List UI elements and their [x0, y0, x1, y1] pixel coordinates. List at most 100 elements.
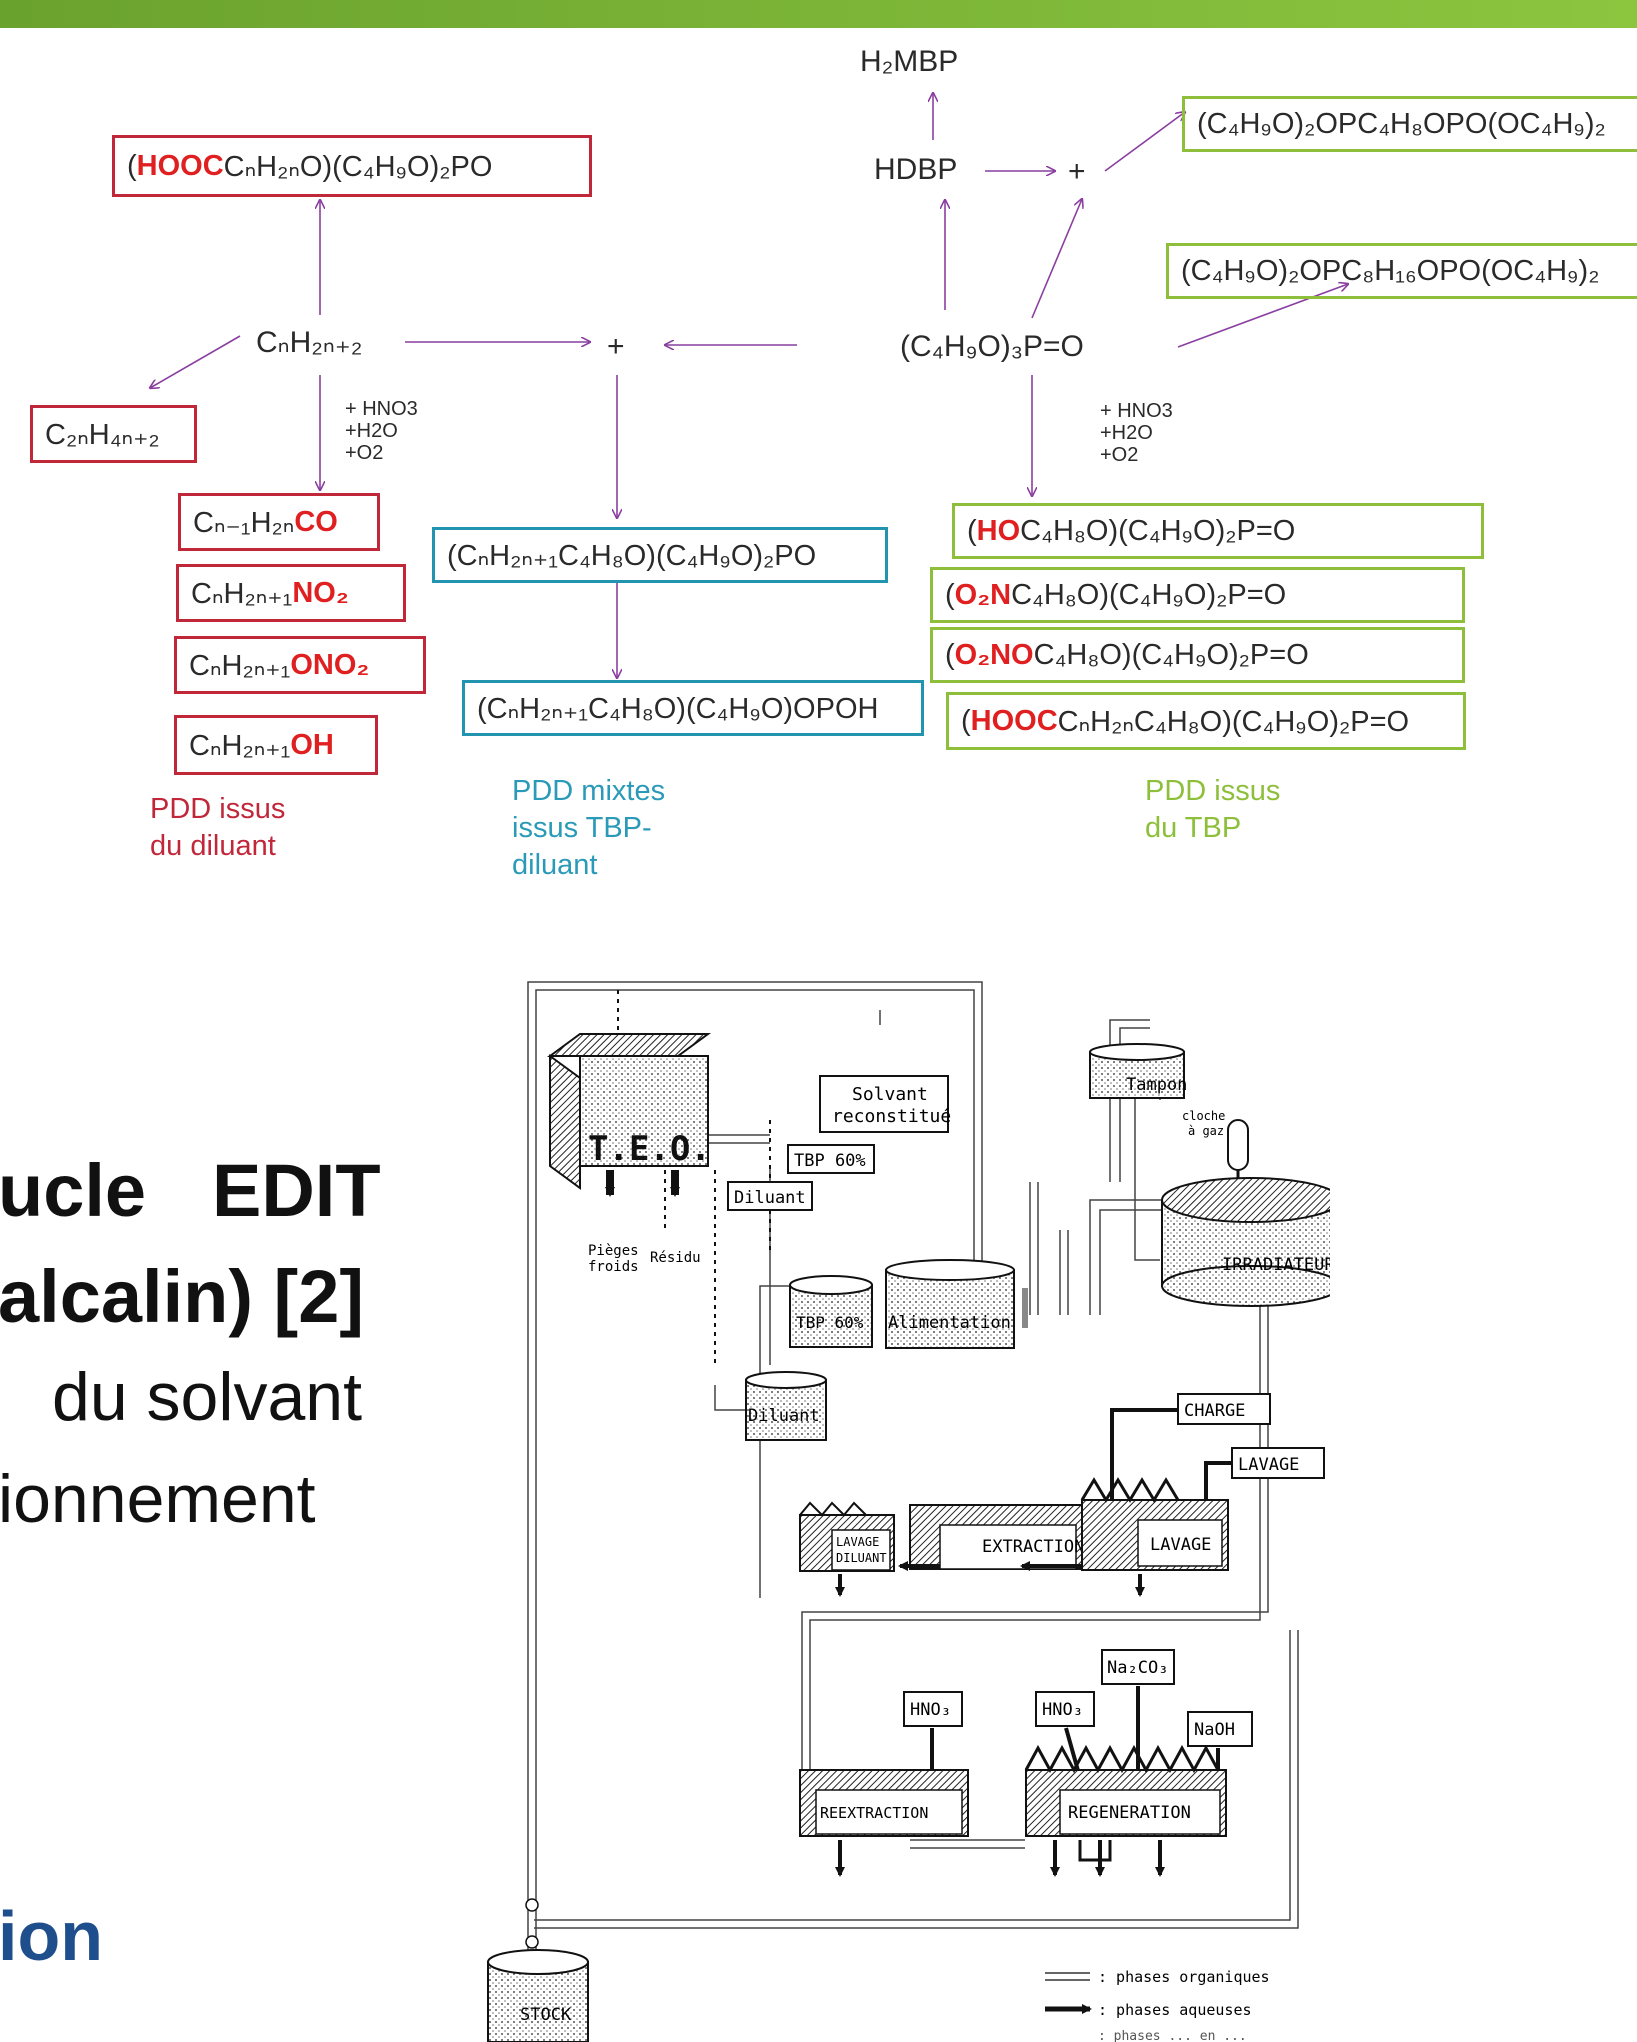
blue-box-1: (CₙH₂ₙ₊₁C₄H₈O)(C₄H₉O)₂PO: [432, 527, 888, 583]
caption-red: PDD issus du diluant: [150, 793, 286, 862]
legend-organic: : phases organiques: [1098, 1968, 1270, 1986]
tank-tbp60-label: TBP 60%: [796, 1313, 864, 1332]
arrow-tbp-plus: [1031, 199, 1082, 319]
slide-line-3: du solvant: [52, 1359, 362, 1435]
unit-reextraction-label: REEXTRACTION: [820, 1804, 928, 1822]
green-box-4-hl: O₂N: [954, 578, 1012, 611]
solvant-line1: Solvant: [852, 1084, 928, 1105]
red-box-c2n-text: C₂ₙH₄ₙ₊₂: [45, 418, 160, 451]
tank-tampon: Tampon: [1089, 1043, 1187, 1099]
green-box-6-hl: HOOC: [970, 704, 1058, 737]
red-box-no2-hl: NO₂: [292, 576, 349, 609]
tank-diluant-label: Diluant: [748, 1406, 820, 1426]
blue-box-2-text: (CₙH₂ₙ₊₁C₄H₈O)(C₄H₉O)OPOH: [477, 692, 879, 725]
h2mbp-label: H₂MBP: [860, 45, 959, 78]
plus-top-label: +: [1068, 155, 1086, 188]
unit-lavage-diluant-l2: DILUANT: [836, 1551, 887, 1565]
irradiateur-vessel: IRRADIATEUR: [1161, 1177, 1341, 1307]
alkane-label: CₙH₂ₙ₊₂: [256, 326, 363, 359]
plus-mid-label: +: [607, 330, 625, 363]
tank-alimentation-label: Alimentation: [888, 1313, 1011, 1333]
header-accent-bar: [0, 0, 1637, 28]
green-box-1-text: (C₄H₉O)₂OPC₄H₈OPO(OC₄H₉)₂: [1197, 107, 1606, 140]
arrow-plus-green1: [1104, 112, 1185, 172]
red-box-oh-hl: OH: [290, 728, 334, 761]
cloche-line1: cloche: [1182, 1109, 1225, 1123]
red-box-no2-pre: CₙH₂ₙ₊₁: [191, 577, 293, 610]
green-box-4-pre: (: [945, 578, 955, 611]
flowsheet-svg: T.E.O. Pièges froids Résidu Solvant reco…: [487, 981, 1341, 2042]
unit-extraction: EXTRACTION: [909, 1504, 1091, 1570]
arrow-alkane-c2n: [150, 335, 241, 388]
reaction-arrows: [0, 0, 1637, 900]
red-box-hooc-post: CₙH₂ₙO)(C₄H₉O)₂PO: [223, 150, 493, 183]
green-box-3-pre: (: [967, 514, 977, 547]
pieges-line1: Pièges: [588, 1243, 639, 1259]
tag-naoh: NaOH: [1194, 1720, 1235, 1740]
unit-lavage-diluant-l1: LAVAGE: [836, 1535, 879, 1549]
cloche-line2: à gaz: [1188, 1124, 1224, 1138]
tag-na2co3: Na₂CO₃: [1107, 1658, 1168, 1678]
tag-lavage: LAVAGE: [1238, 1455, 1299, 1475]
green-box-3-post: C₄H₈O)(C₄H₉O)₂P=O: [1020, 514, 1296, 547]
red-box-co-hl: CO: [294, 505, 338, 538]
conditions-right: + HNO3 +H2O +O2: [1100, 400, 1173, 466]
irradiateur-label: IRRADIATEUR: [1222, 1255, 1330, 1275]
legend-cut: : phases ... en ...: [1098, 2029, 1247, 2042]
green-box-6-post: CₙH₂ₙC₄H₈O)(C₄H₉O)₂P=O: [1057, 705, 1410, 738]
red-box-ono2-pre: CₙH₂ₙ₊₁: [189, 649, 291, 682]
tag-diluant: Diluant: [734, 1188, 806, 1208]
red-box-oh-pre: CₙH₂ₙ₊₁: [189, 729, 291, 762]
unit-regeneration-label: REGENERATION: [1068, 1803, 1191, 1823]
red-box-c2n: C₂ₙH₄ₙ₊₂: [30, 405, 197, 463]
green-box-2-text: (C₄H₉O)₂OPC₈H₁₆OPO(OC₄H₉)₂: [1181, 254, 1600, 287]
flowsheet-diagram: T.E.O. Pièges froids Résidu Solvant reco…: [470, 970, 1341, 2042]
unit-lavage: LAVAGE: [1080, 1477, 1229, 1571]
pieges-line2: froids: [588, 1259, 639, 1275]
green-box-4-post: C₄H₈O)(C₄H₉O)₂P=O: [1011, 578, 1287, 611]
green-box-2: (C₄H₉O)₂OPC₈H₁₆OPO(OC₄H₉)₂: [1166, 243, 1637, 299]
caption-green: PDD issus du TBP: [1145, 775, 1281, 844]
tank-tampon-label: Tampon: [1126, 1075, 1187, 1095]
hdbp-label: HDBP: [874, 153, 958, 186]
green-box-1: (C₄H₉O)₂OPC₄H₈OPO(OC₄H₉)₂: [1182, 96, 1637, 152]
tag-tbp60: TBP 60%: [794, 1151, 866, 1171]
slide-line-5: ion: [0, 1897, 103, 1975]
teo-label: T.E.O.: [588, 1129, 711, 1169]
slide-line-4: ionnement: [0, 1461, 316, 1537]
slide-line-1a: ucle: [0, 1149, 147, 1232]
unit-reextraction: REEXTRACTION: [799, 1769, 969, 1837]
legend-aqueous: : phases aqueuses: [1098, 2001, 1252, 2019]
red-box-ono2-hl: ONO₂: [290, 648, 370, 681]
red-box-hooc-pre: (: [127, 149, 137, 182]
caption-blue: PDD mixtes issus TBP- diluant: [512, 775, 666, 881]
green-box-5-pre: (: [945, 638, 955, 671]
arrow-tbp-green2: [1177, 284, 1348, 348]
tank-tbp60: TBP 60%: [789, 1275, 873, 1348]
green-box-6-pre: (: [961, 704, 971, 737]
tank-stock-label: STOCK: [520, 2005, 572, 2025]
tank-alimentation: Alimentation: [885, 1259, 1015, 1349]
residu-label: Résidu: [650, 1250, 701, 1266]
tag-hno3-b: HNO₃: [1042, 1700, 1083, 1720]
slide-line-2: alcalin) [2]: [0, 1255, 364, 1338]
slide-line-1b: EDIT: [212, 1149, 381, 1232]
tbp-label: (C₄H₉O)₃P=O: [900, 330, 1084, 363]
red-box-co-pre: Cₙ₋₁H₂ₙ: [193, 506, 295, 539]
red-box-hooc-hl: HOOC: [136, 149, 224, 182]
green-box-5-post: C₄H₈O)(C₄H₉O)₂P=O: [1033, 638, 1309, 671]
green-box-3-hl: HO: [976, 514, 1021, 547]
blue-box-1-text: (CₙH₂ₙ₊₁C₄H₈O)(C₄H₉O)₂PO: [447, 539, 817, 572]
tag-hno3-a: HNO₃: [910, 1700, 951, 1720]
green-box-5-hl: O₂NO: [954, 638, 1034, 671]
unit-lavage-label: LAVAGE: [1150, 1535, 1211, 1555]
tank-diluant: Diluant: [745, 1371, 827, 1441]
